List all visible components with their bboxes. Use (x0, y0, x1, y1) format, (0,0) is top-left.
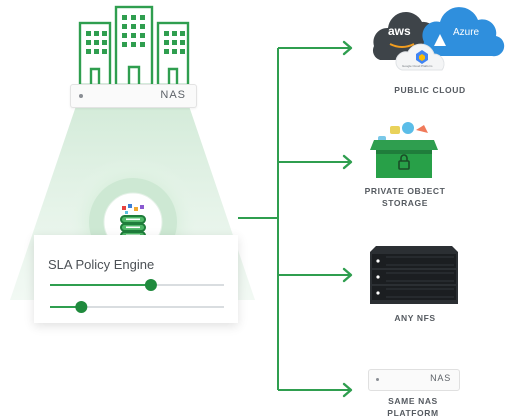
any-nfs-label: ANY NFS (394, 313, 436, 323)
policy-slider-1[interactable] (48, 277, 226, 293)
arrow-any-nfs (342, 267, 353, 283)
public-cloud-icon (372, 7, 505, 71)
arrow-private-storage (342, 154, 353, 170)
slider-2-handle[interactable] (75, 301, 88, 313)
object-storage-box-icon (370, 122, 438, 178)
same-nas-device: NAS (368, 369, 460, 391)
buildings-icon (78, 5, 190, 87)
small-nas-label: NAS (430, 373, 451, 383)
policy-slider-2[interactable] (48, 299, 226, 315)
source-nas-label: NAS (160, 89, 186, 101)
azure-label: Azure (453, 27, 480, 38)
arrow-public-cloud (342, 40, 353, 56)
sla-policy-engine-title: SLA Policy Engine (48, 257, 155, 272)
sla-policy-engine-card: SLA Policy Engine (34, 235, 238, 323)
source-nas-device: NAS (70, 84, 197, 108)
server-rack-icon (370, 246, 458, 304)
same-nas-platform-label: SAME NAS PLATFORM (387, 396, 439, 418)
public-cloud-label: PUBLIC CLOUD (394, 85, 466, 95)
slider-1-handle[interactable] (144, 279, 157, 291)
private-object-storage-label: PRIVATE OBJECT STORAGE (364, 186, 446, 208)
gcp-label: Google Cloud Platform (402, 64, 433, 68)
aws-label: aws (388, 24, 411, 38)
small-nas-indicator-dot (376, 378, 379, 381)
arrow-same-nas (342, 382, 353, 398)
nas-indicator-dot (79, 94, 83, 98)
